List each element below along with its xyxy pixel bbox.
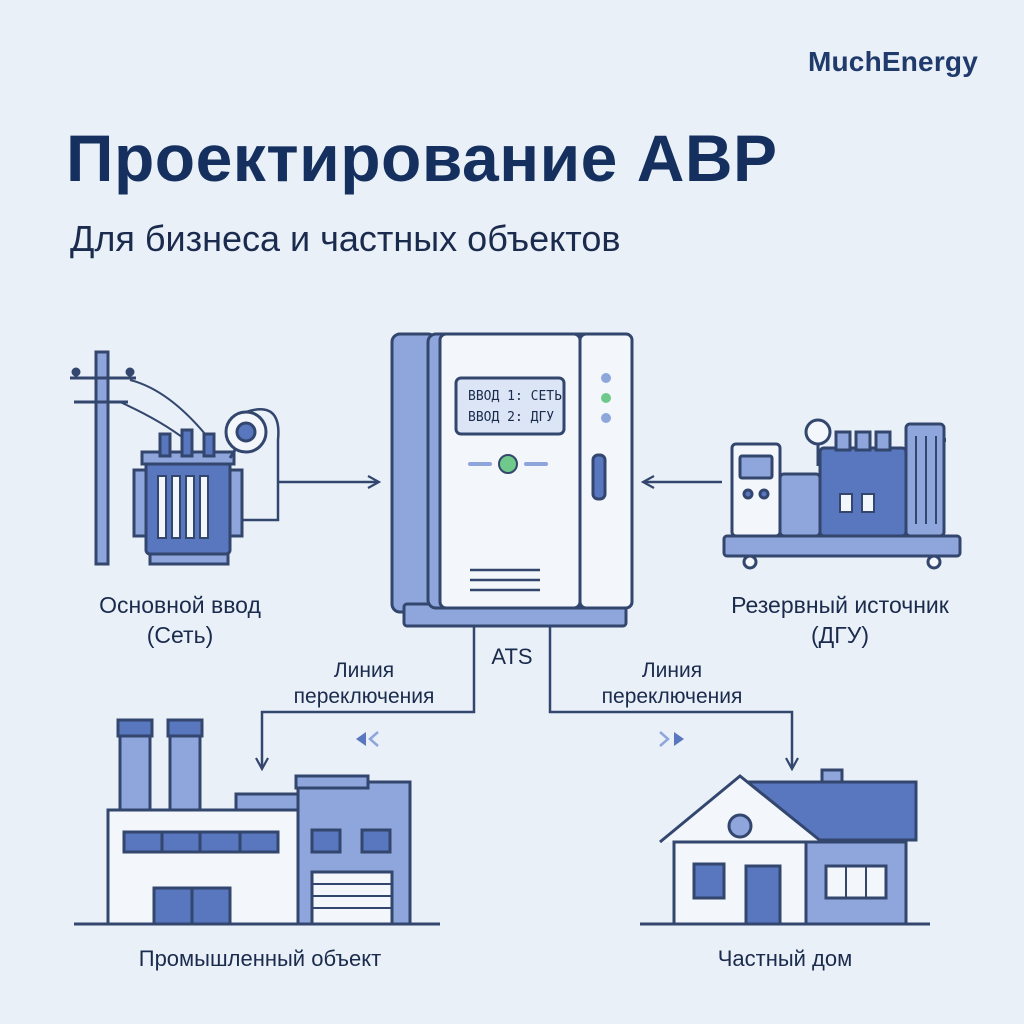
industrial-label: Промышленный объект xyxy=(138,946,382,971)
ats-indicator-light xyxy=(601,413,611,423)
switch-line-right-label: Линия переключения xyxy=(572,658,772,710)
main-input-type: (Сеть) xyxy=(146,622,214,648)
ats-label: ATS xyxy=(491,644,532,669)
transformer-icon xyxy=(132,407,280,566)
factory-icon xyxy=(74,718,440,926)
chevron-left-icon xyxy=(356,731,379,747)
switch-line-right xyxy=(548,626,792,768)
main-input-name: Основной ввод xyxy=(99,592,261,618)
house-label: Частный дом xyxy=(717,946,853,971)
ats-cabinet-icon xyxy=(390,332,634,628)
ats-status-led xyxy=(498,454,518,474)
ats-indicator-light xyxy=(601,373,611,383)
ats-screen-line1: ВВОД 1: СЕТЬ xyxy=(468,389,562,404)
brand-logo: MuchEnergy xyxy=(807,46,978,77)
house-icon xyxy=(640,768,930,926)
switch-line-left xyxy=(262,626,476,768)
main-input-label: Основной ввод (Сеть) xyxy=(60,590,300,650)
page-subtitle: Для бизнеса и частных объектов xyxy=(70,218,621,259)
switch-left-line2: переключения xyxy=(293,685,435,708)
ats-indicator-light xyxy=(601,393,611,403)
page-title: Проектирование АВР xyxy=(66,121,778,195)
generator-icon xyxy=(722,418,962,570)
power-pole-icon xyxy=(70,350,211,566)
switch-line-left-label: Линия переключения xyxy=(264,658,464,710)
switch-right-line2: переключения xyxy=(601,685,743,708)
backup-source-type: (ДГУ) xyxy=(811,622,869,648)
chevron-right-icon xyxy=(659,731,684,747)
ats-screen-line2: ВВОД 2: ДГУ xyxy=(468,410,554,425)
backup-source-label: Резервный источник (ДГУ) xyxy=(690,590,990,650)
switch-left-line1: Линия xyxy=(333,659,395,682)
switch-right-line1: Линия xyxy=(641,659,703,682)
backup-source-name: Резервный источник xyxy=(731,592,949,618)
